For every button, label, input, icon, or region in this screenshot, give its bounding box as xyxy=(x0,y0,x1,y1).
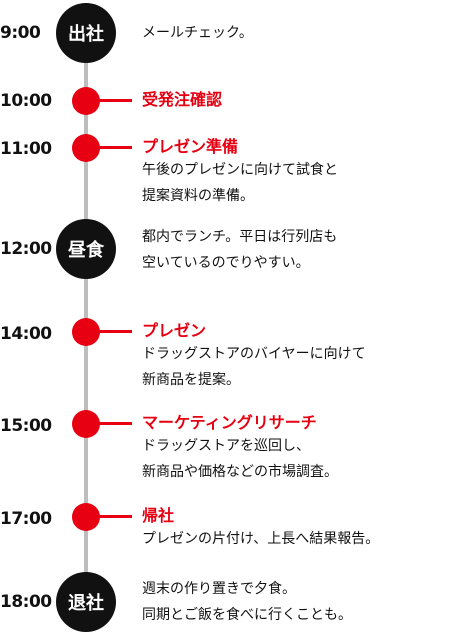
milestone-marker: 昼食 xyxy=(56,219,116,279)
time-label: 15:00 xyxy=(0,416,52,436)
event-description: 都内でランチ。平日は行列店も 空いているのでりやすい。 xyxy=(142,224,337,276)
event-connector xyxy=(98,146,132,149)
description-line: 新商品を提案。 xyxy=(142,372,240,388)
time-label: 18:00 xyxy=(0,592,52,612)
description-line: 提案資料の準備。 xyxy=(142,188,254,204)
event-connector xyxy=(98,330,132,333)
description-line: メールチェック。 xyxy=(142,25,253,41)
milestone-marker: 出社 xyxy=(56,3,116,63)
description-line: 空いているのでりやすい。 xyxy=(142,255,310,271)
event-connector xyxy=(98,99,132,102)
event-dot xyxy=(72,87,100,115)
time-label: 9:00 xyxy=(0,23,41,43)
event-dot xyxy=(72,134,100,162)
milestone-marker: 退社 xyxy=(56,572,116,632)
description-line: 都内でランチ。平日は行列店も xyxy=(142,229,338,245)
event-description: プレゼンの片付け、上長へ結果報告。 xyxy=(142,526,379,552)
event-title: 受発注確認 xyxy=(142,90,223,109)
time-label: 11:00 xyxy=(0,139,52,159)
event-dot xyxy=(72,410,100,438)
event-title: 帰社 xyxy=(142,506,175,525)
time-label: 10:00 xyxy=(0,91,52,111)
description-line: 週末の作り置きで夕食。 xyxy=(142,581,296,597)
description-line: ドラッグストアのバイヤーに向けて xyxy=(142,346,366,362)
event-dot xyxy=(72,318,100,346)
event-connector xyxy=(98,515,132,518)
event-connector xyxy=(98,422,132,425)
event-title: マーケティングリサーチ xyxy=(142,413,317,432)
description-line: ドラッグストアを巡回し、 xyxy=(142,438,310,454)
event-description: ドラッグストアのバイヤーに向けて 新商品を提案。 xyxy=(142,341,366,393)
description-line: 午後のプレゼンに向けて試食と xyxy=(142,162,338,178)
event-description: 週末の作り置きで夕食。 同期とご飯を食べに行くことも。 xyxy=(142,576,352,628)
time-label: 17:00 xyxy=(0,509,52,529)
description-line: 同期とご飯を食べに行くことも。 xyxy=(142,607,352,623)
event-description: ドラッグストアを巡回し、 新商品や価格などの市場調査。 xyxy=(142,433,338,485)
time-label: 12:00 xyxy=(0,239,52,259)
description-line: プレゼンの片付け、上長へ結果報告。 xyxy=(142,531,380,547)
event-title: プレゼン xyxy=(142,321,207,340)
event-dot xyxy=(72,503,100,531)
description-line: 新商品や価格などの市場調査。 xyxy=(142,464,338,480)
time-label: 14:00 xyxy=(0,324,52,344)
event-title: プレゼン準備 xyxy=(142,137,239,156)
event-description: メールチェック。 xyxy=(142,20,253,46)
event-description: 午後のプレゼンに向けて試食と 提案資料の準備。 xyxy=(142,157,338,209)
